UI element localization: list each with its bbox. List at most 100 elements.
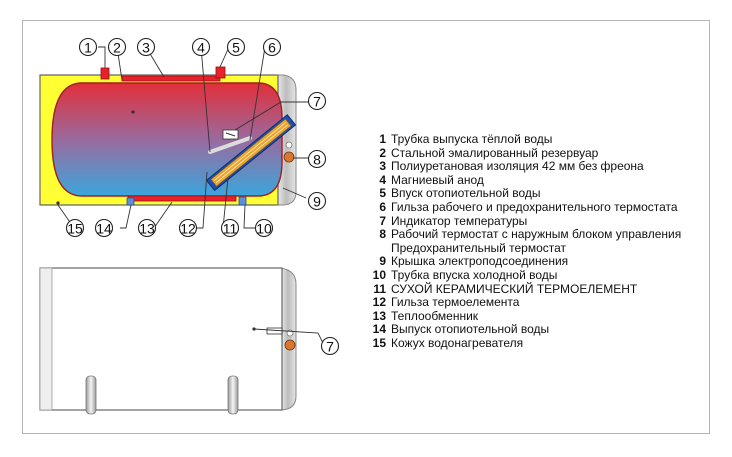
callout-number: 12 xyxy=(180,221,196,237)
thermostat-knob-exterior xyxy=(284,339,296,351)
callout-circle xyxy=(191,37,211,57)
legend-text: Индикатор температуры xyxy=(391,213,528,228)
callout-circle xyxy=(78,37,98,57)
bottom-heat-strip xyxy=(127,195,237,202)
callout-number: 7 xyxy=(326,339,334,355)
leader-dots xyxy=(56,110,256,331)
callout-number: 4 xyxy=(197,40,205,56)
top-heat-strip xyxy=(121,75,221,82)
callout-15: 15 xyxy=(65,218,85,238)
callout-circle xyxy=(307,191,327,211)
callout-11: 11 xyxy=(220,218,240,238)
callout-6: 6 xyxy=(262,37,282,57)
heating-water-inlet-pipe xyxy=(215,66,226,79)
callout-7: 7 xyxy=(307,91,327,111)
legend-text: Теплообменник xyxy=(391,308,479,323)
legend-item: 6 Гильза рабочего и предохранительного те… xyxy=(366,199,706,215)
legend-text: Полиуретановая изоляция 42 мм без фреона xyxy=(391,159,644,174)
callout-number: 15 xyxy=(67,221,83,237)
callout-circle xyxy=(254,218,274,238)
legend-text: Магниевый анод xyxy=(391,172,484,187)
callout-number: 7 xyxy=(313,94,321,110)
legend-item: 1 Трубка выпуска тёплой воды xyxy=(366,132,706,147)
legend-item: 10 Трубка впуска холодной воды xyxy=(366,267,706,283)
legend-text: Гильза рабочего и предохранительного тер… xyxy=(391,199,678,214)
legend-number: 4 xyxy=(379,172,386,187)
callout-14: 14 xyxy=(94,218,114,238)
callout-circle xyxy=(136,37,156,57)
legend-number: 2 xyxy=(379,145,386,160)
callout-9: 9 xyxy=(307,191,327,211)
legend-item: 0Предохранительный термостат xyxy=(366,240,706,256)
callout-number: 11 xyxy=(223,221,238,237)
callout-8: 8 xyxy=(307,149,327,169)
callout-number: 6 xyxy=(268,40,276,56)
control-indicator xyxy=(285,141,293,149)
legend-number: 9 xyxy=(379,254,386,269)
callout-circle xyxy=(226,37,246,57)
legend-text: Трубка выпуска тёплой воды xyxy=(391,132,553,146)
callout-7: 7 xyxy=(320,336,340,356)
callout-3: 3 xyxy=(136,37,156,57)
callout-number: 1 xyxy=(84,40,92,56)
callout-number: 14 xyxy=(96,221,112,237)
legend-text: Впуск отопиотельной воды xyxy=(391,186,541,201)
mounting-leg xyxy=(85,375,97,415)
legend-number: 3 xyxy=(379,159,386,174)
legend-number: 15 xyxy=(372,335,386,350)
callout-circle xyxy=(137,218,157,238)
legend-number: 7 xyxy=(379,213,386,228)
legend-number: 5 xyxy=(379,186,386,201)
callout-number: 5 xyxy=(232,40,240,56)
legend-number: 6 xyxy=(379,199,386,214)
legend-item: 12 Гильза термоелемента xyxy=(366,296,706,310)
callout-circle xyxy=(65,218,85,238)
callout-circle xyxy=(307,149,327,169)
callout-circle xyxy=(94,218,114,238)
casing-exterior xyxy=(39,267,283,411)
legend-number: 12 xyxy=(372,295,386,310)
heating-water-outlet-pipe xyxy=(126,197,135,206)
heater-cutaway xyxy=(39,66,297,206)
callout-circle xyxy=(178,218,198,238)
legend-text: Кожух водонагревателя xyxy=(391,335,524,350)
callout-circle xyxy=(220,218,240,238)
legend-number: 1 xyxy=(379,132,386,146)
legend-number: 11 xyxy=(373,281,386,296)
callout-circle xyxy=(107,37,127,57)
legend-number: 13 xyxy=(372,308,386,323)
legend-item: 11 СУХОЙ КЕРАМИЧЕСКИЙ ТЕРМОЕЛЕМЕНТ xyxy=(366,281,706,297)
legend-text: Выпуск отопиотельной воды xyxy=(391,322,550,337)
legend-item: 13 Теплообменник xyxy=(366,308,706,324)
legend-item: 14 Выпуск отопиотельной воды xyxy=(366,323,706,337)
callout-5: 5 xyxy=(226,37,246,57)
legend-item: 2 Стальной эмалированный резервуар xyxy=(366,145,706,161)
heater-exterior xyxy=(39,267,297,415)
callout-13: 13 xyxy=(137,218,157,238)
callout-number: 10 xyxy=(256,221,272,237)
legend-text: Трубка впуска холодной воды xyxy=(391,267,558,282)
callout-circle xyxy=(320,336,340,356)
thermostat-knob xyxy=(283,151,295,163)
legend: 1 Трубка выпуска тёплой воды 2 Стальной эма… xyxy=(366,132,706,351)
legend-item: 3 Полиуретановая изоляция 42 мм без фреон… xyxy=(366,160,706,174)
callout-number: 9 xyxy=(313,194,321,210)
legend-text: Крышка электроподсоединения xyxy=(391,254,569,269)
legend-text: Предохранительный термостат xyxy=(391,240,567,255)
callout-circle xyxy=(307,91,327,111)
legend-item: 4 Магниевый анод xyxy=(366,172,706,188)
legend-item: 9 Крышка электроподсоединения xyxy=(366,255,706,269)
callout-number: 3 xyxy=(142,40,150,56)
legend-item: 7 Индикатор температуры xyxy=(366,213,706,229)
legend-number: 14 xyxy=(372,322,386,337)
callout-1: 1 xyxy=(78,37,98,57)
legend-text: Гильза термоелемента xyxy=(391,295,520,310)
legend-number: 10 xyxy=(372,267,386,282)
magnesium-anode xyxy=(208,136,252,154)
legend-text: Стальной эмалированный резервуар xyxy=(391,145,599,160)
legend-text: СУХОЙ КЕРАМИЧЕСКИЙ ТЕРМОЕЛЕМЕНТ xyxy=(391,281,638,296)
callout-circle xyxy=(262,37,282,57)
